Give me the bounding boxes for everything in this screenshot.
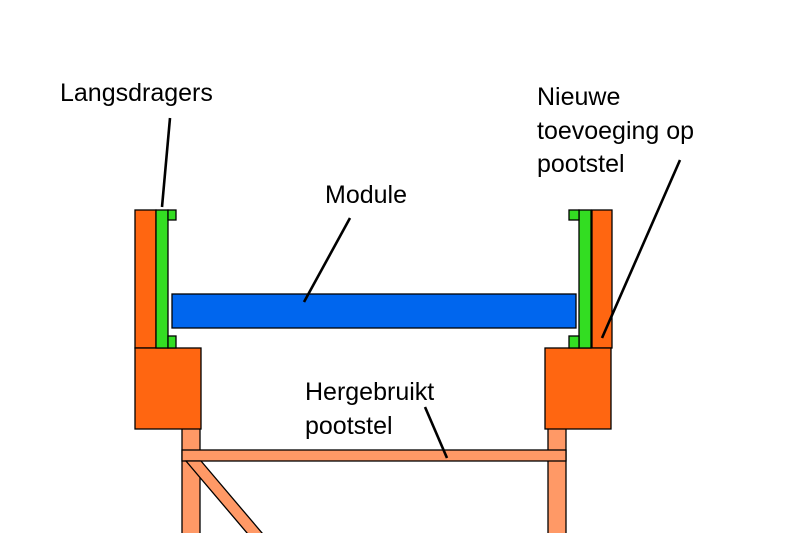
- diagonal-brace: [184, 460, 263, 533]
- label-nieuwe-line2: toevoeging op: [537, 117, 694, 145]
- right-langsdrager-bottom-flange: [568, 335, 580, 349]
- module-leader: [302, 217, 352, 303]
- hergebruikt-leader: [423, 406, 449, 459]
- label-hergebruikt-line2: pootstel: [305, 412, 393, 440]
- label-nieuwe-line1: Nieuwe: [537, 83, 620, 111]
- left-langsdrager-top-flange: [167, 209, 177, 221]
- new-leg-additions: [134, 209, 613, 430]
- module: [171, 293, 577, 329]
- left-block: [134, 347, 202, 430]
- left-upright: [134, 209, 157, 349]
- cross-beam: [181, 449, 567, 462]
- langsdragers: [155, 209, 592, 349]
- left-langsdrager: [155, 209, 169, 349]
- right-langsdrager-top-flange: [568, 209, 580, 221]
- right-upright: [591, 209, 613, 349]
- leader-lines: [160, 117, 682, 459]
- right-block: [544, 347, 612, 430]
- nieuwe-toevoeging-leader: [600, 159, 682, 339]
- left-leg: [181, 427, 201, 533]
- label-nieuwe-line3: pootstel: [537, 150, 625, 178]
- right-leg: [547, 427, 567, 533]
- label-hergebruikt-line1: Hergebruikt: [305, 378, 434, 406]
- left-langsdrager-bottom-flange: [167, 335, 177, 349]
- label-langsdragers: Langsdragers: [60, 79, 213, 107]
- langsdragers-leader: [160, 117, 172, 208]
- label-module: Module: [325, 181, 407, 209]
- right-langsdrager: [578, 209, 592, 349]
- reused-leg-frame: [181, 427, 567, 533]
